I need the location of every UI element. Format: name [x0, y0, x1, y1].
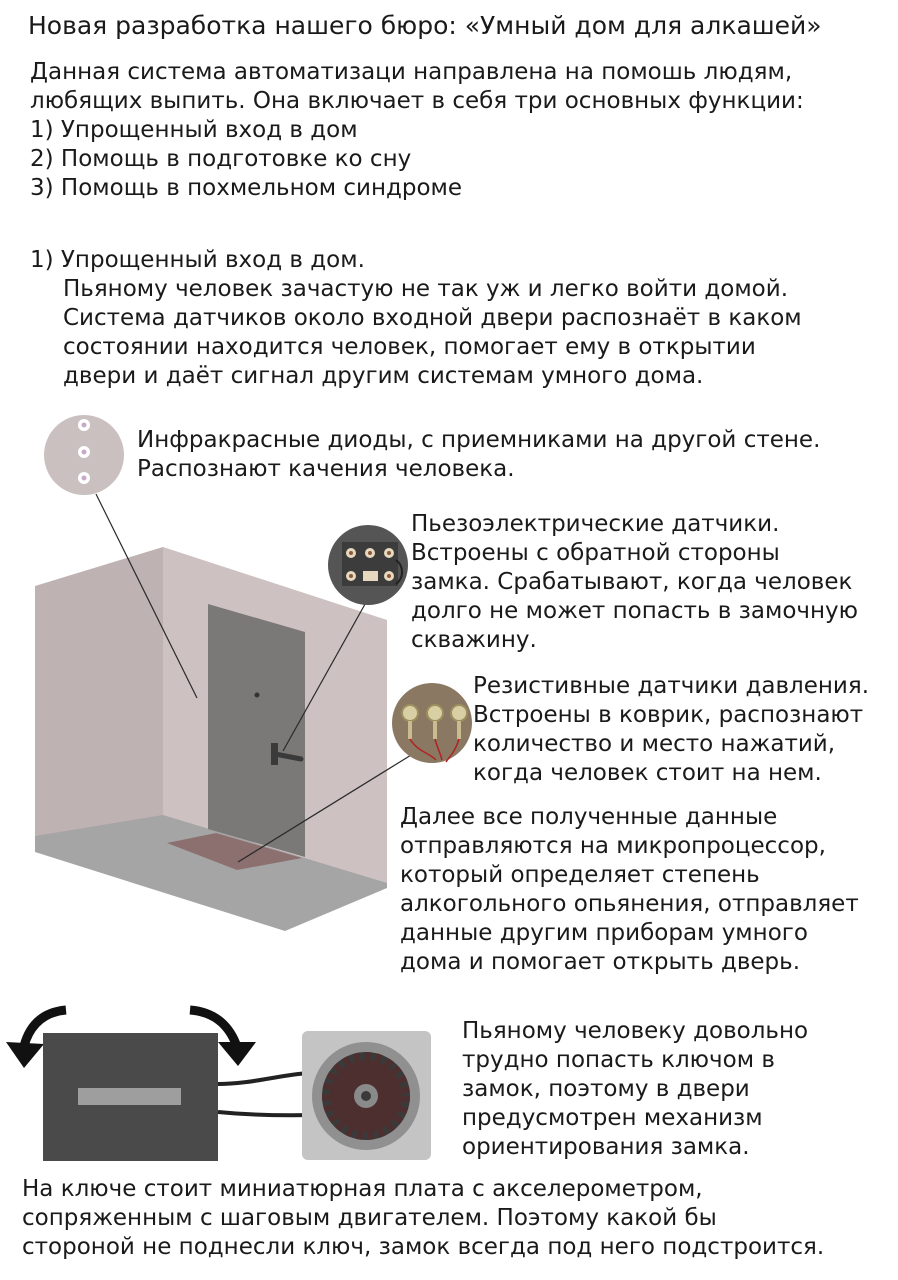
- annotation-processor: Далее все полученные данные отправляются…: [400, 803, 859, 977]
- annotation-infrared: Инфракрасные диоды, с приемниками на дру…: [137, 426, 820, 484]
- annotation-line: Резистивные датчики давления.: [473, 673, 870, 699]
- footer-text: На ключе стоит миниатюрная плата с аксел…: [22, 1175, 824, 1262]
- annotation-line: Инфракрасные диоды, с приемниками на дру…: [137, 427, 821, 453]
- annotation-line: количество и место нажатий,: [473, 731, 836, 757]
- annotation-line: Встроены в коврик, распознают: [473, 702, 864, 728]
- annotation-line: долго не может попасть в замочную: [411, 598, 859, 624]
- intro-line: 1) Упрощенный вход в дом: [30, 117, 358, 143]
- footer-line: На ключе стоит миниатюрная плата с аксел…: [22, 1176, 703, 1202]
- annotation-line: Далее все полученные данные: [400, 804, 778, 830]
- annotation-line: Пьезоэлектрические датчики.: [411, 511, 780, 537]
- annotation-line: трудно попасть ключом в: [462, 1047, 775, 1073]
- intro-line: Данная система автоматизаци направлена н…: [30, 59, 793, 85]
- annotation-resistive: Резистивные датчики давления. Встроены в…: [473, 672, 869, 788]
- annotation-line: скважину.: [411, 627, 537, 653]
- footer-line: сопряженным с шаговым двигателем. Поэтом…: [22, 1205, 717, 1231]
- annotation-piezo: Пьезоэлектрические датчики. Встроены с о…: [411, 510, 858, 655]
- door: [208, 604, 305, 857]
- annotation-line: алкогольного опьянения, отправляет: [400, 891, 859, 917]
- annotation-line: который определяет степень: [400, 862, 760, 888]
- leader-line-ir: [95, 493, 198, 699]
- annotation-line: ориентирования замка.: [462, 1134, 750, 1160]
- pressure-sensor-icon: [392, 683, 472, 763]
- section1-line: Пьяному человек зачастую не так уж и лег…: [63, 276, 789, 302]
- room-floor: [35, 815, 387, 931]
- rotate-arrow-icon: [189, 1005, 256, 1066]
- annotation-line: дома и помогает открыть дверь.: [400, 949, 801, 975]
- door-peephole: [254, 692, 260, 698]
- section1-line: Система датчиков около входной двери рас…: [63, 305, 802, 331]
- annotation-line: Встроены с обратной стороны: [411, 540, 780, 566]
- intro-line: 3) Помощь в похмельном синдроме: [30, 175, 463, 201]
- intro-line: любящих выпить. Она включает в себя три …: [30, 88, 804, 114]
- door-handle: [271, 743, 304, 765]
- leader-line-resistive: [237, 751, 417, 863]
- annotation-line: замок, поэтому в двери: [462, 1076, 750, 1102]
- intro-text: Данная система автоматизаци направлена н…: [30, 58, 804, 203]
- piezo-sensor-icon: [328, 525, 408, 605]
- rotate-arrow-icon: [6, 1005, 67, 1068]
- annotation-line: данные другим приборам умного: [400, 920, 808, 946]
- ir-diode-icon: [44, 415, 124, 495]
- intro-line: 2) Помощь в подготовке ко сну: [30, 146, 412, 172]
- leader-line-piezo: [282, 596, 370, 752]
- room-side-wall: [35, 547, 163, 836]
- page-title: Новая разработка нашего бюро: «Умный дом…: [28, 11, 822, 40]
- section1-line: двери и даёт сигнал другим системам умно…: [63, 363, 704, 389]
- section1-heading: 1) Упрощенный вход в дом.: [30, 247, 365, 273]
- section1-line: состоянии находится человек, помогает ем…: [63, 334, 756, 360]
- annotation-line: Распознают качения человека.: [137, 456, 515, 482]
- section1-body: Пьяному человек зачастую не так уж и лег…: [63, 275, 802, 391]
- key-board-icon: [43, 1033, 218, 1161]
- annotation-lock: Пьяному человеку довольно трудно попасть…: [462, 1017, 808, 1162]
- annotation-line: предусмотрен механизм: [462, 1105, 763, 1131]
- annotation-line: когда человек стоит на нем.: [473, 760, 822, 786]
- footer-line: стороной не поднесли ключ, замок всегда …: [22, 1234, 825, 1260]
- annotation-line: отправляются на микропроцессор,: [400, 833, 826, 859]
- annotation-line: замка. Срабатывают, когда человек: [411, 569, 853, 595]
- door-mat: [167, 833, 302, 870]
- stepper-motor-icon: [302, 1031, 431, 1160]
- annotation-line: Пьяному человеку довольно: [462, 1018, 809, 1044]
